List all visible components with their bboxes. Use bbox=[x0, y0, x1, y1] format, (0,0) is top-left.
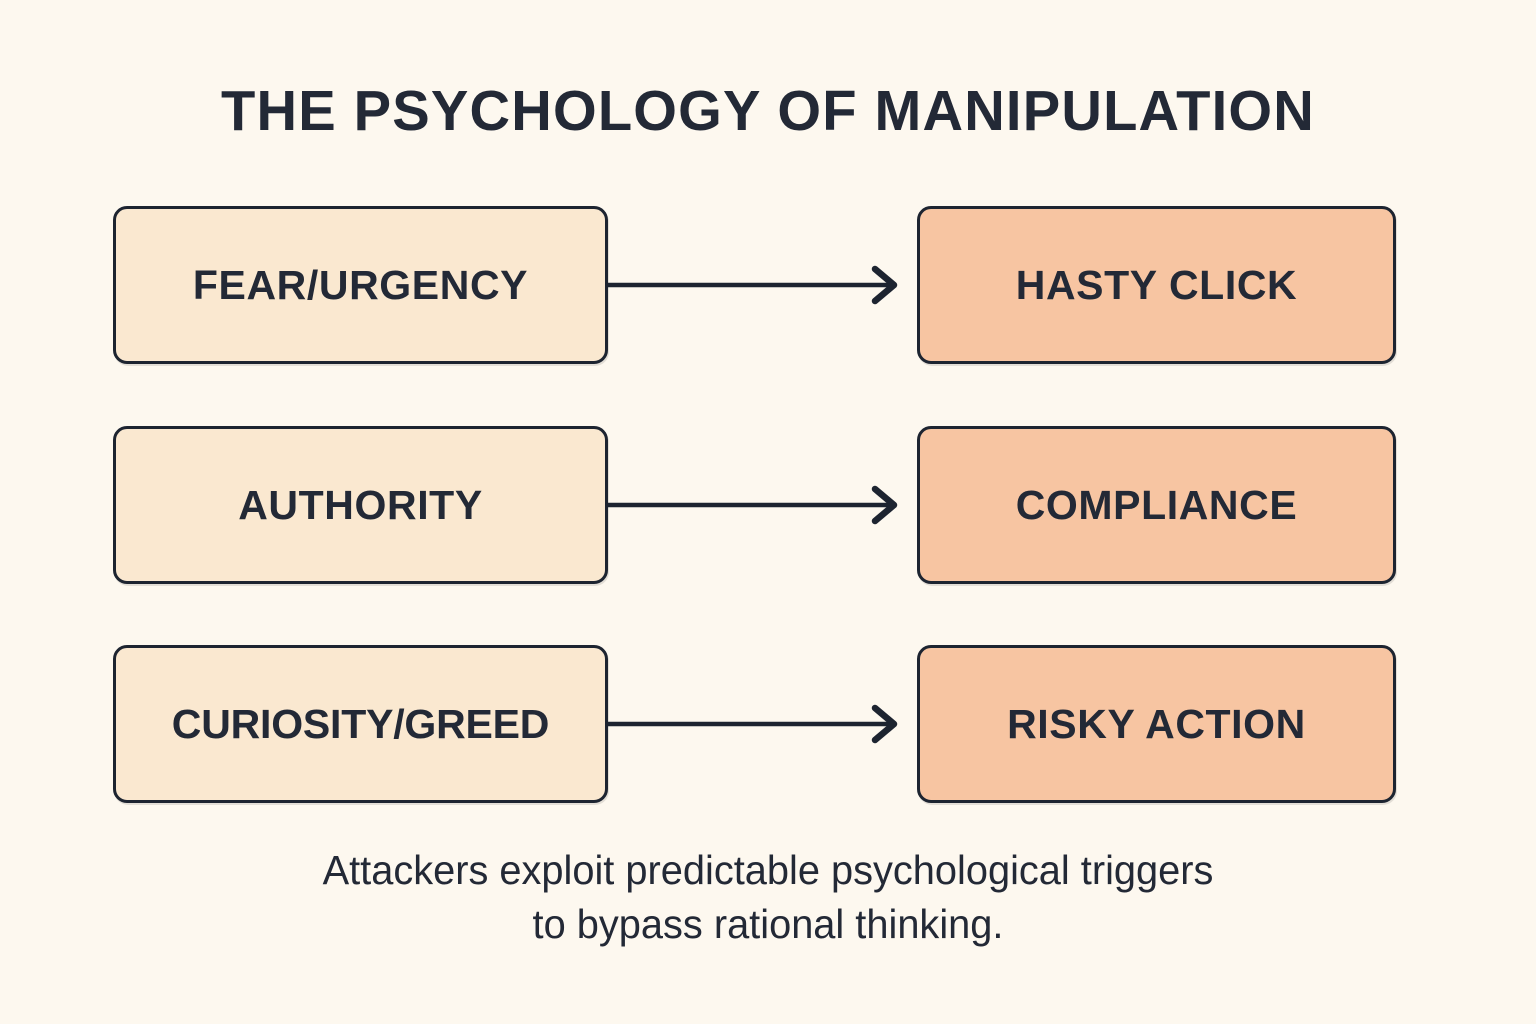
caption-line-2: to bypass rational thinking. bbox=[532, 901, 1004, 947]
trigger-label: AUTHORITY bbox=[238, 481, 483, 528]
trigger-box[interactable]: AUTHORITY bbox=[113, 426, 608, 584]
outcome-box[interactable]: RISKY ACTION bbox=[917, 645, 1396, 803]
outcome-box[interactable]: COMPLIANCE bbox=[917, 426, 1396, 584]
trigger-label: FEAR/URGENCY bbox=[192, 261, 529, 308]
outcome-label: COMPLIANCE bbox=[1015, 481, 1298, 528]
flow-row: CURIOSITY/GREED RISKY ACTION bbox=[0, 645, 1536, 803]
page-title: THE PSYCHOLOGY OF MANIPULATION bbox=[221, 79, 1315, 143]
caption-line-1: Attackers exploit predictable psychologi… bbox=[322, 847, 1214, 893]
outcome-label: RISKY ACTION bbox=[1007, 700, 1306, 747]
outcome-label: HASTY CLICK bbox=[1015, 261, 1298, 308]
arrow-right-icon bbox=[607, 206, 919, 364]
trigger-box[interactable]: CURIOSITY/GREED bbox=[113, 645, 608, 803]
flow-row: FEAR/URGENCY HASTY CLICK bbox=[0, 206, 1536, 364]
flow-row: AUTHORITY COMPLIANCE bbox=[0, 426, 1536, 584]
arrow-right-icon bbox=[607, 645, 919, 803]
trigger-box[interactable]: FEAR/URGENCY bbox=[113, 206, 608, 364]
trigger-label: CURIOSITY/GREED bbox=[171, 700, 550, 747]
outcome-box[interactable]: HASTY CLICK bbox=[917, 206, 1396, 364]
arrow-right-icon bbox=[607, 426, 919, 584]
caption: Attackers exploit predictable psychologi… bbox=[23, 843, 1513, 951]
